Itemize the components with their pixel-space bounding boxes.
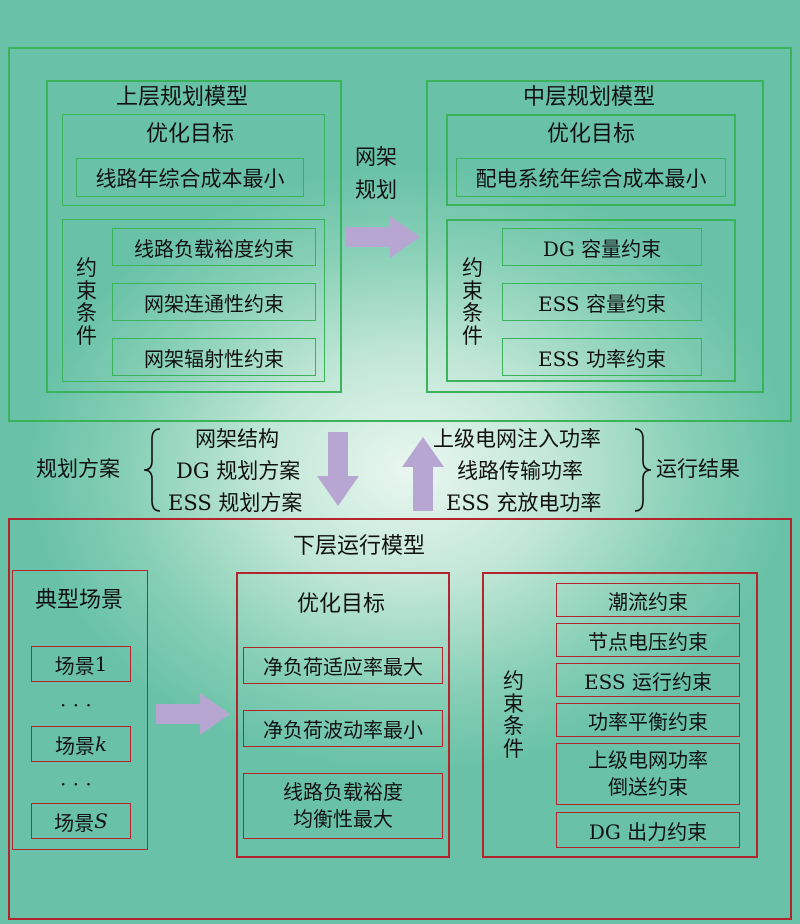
lower-constraint-item: DG 出力约束 — [556, 812, 740, 848]
scene-ellipsis: · · · — [60, 772, 92, 796]
lower-objective-item: 线路负载裕度 均衡性最大 — [243, 773, 443, 839]
result-label: 运行结果 — [656, 457, 740, 481]
upper-constraints-box — [62, 219, 325, 382]
middle-constraints-box — [446, 219, 736, 382]
middle-model-title: 中层规划模型 — [523, 85, 656, 110]
plan-item: ESS 规划方案 — [168, 491, 303, 515]
plan-label: 规划方案 — [36, 457, 120, 481]
arrow-label-line1: 网架 — [355, 145, 397, 169]
middle-model-box — [426, 80, 764, 393]
lower-constraints-label: 约 束 条 件 — [503, 669, 524, 762]
upper-model-title: 上层规划模型 — [116, 85, 249, 110]
right-arrow-icon — [156, 693, 230, 735]
middle-objective-box — [446, 114, 736, 206]
lower-constraint-item: 潮流约束 — [556, 583, 740, 617]
middle-objective-title: 优化目标 — [547, 122, 636, 147]
middle-constraint-item: DG 容量约束 — [502, 228, 702, 266]
lower-constraint-item: 节点电压约束 — [556, 623, 740, 657]
right-brace-icon — [633, 427, 653, 517]
planning-models-frame — [8, 47, 792, 422]
lower-constraint-item: 上级电网功率 倒送约束 — [556, 743, 740, 805]
plan-item: 网架结构 — [195, 427, 279, 451]
scenes-box — [12, 570, 148, 850]
result-item: ESS 充放电功率 — [446, 491, 602, 515]
scene-item: 场景 k — [31, 726, 131, 762]
plan-item: DG 规划方案 — [176, 459, 301, 483]
middle-constraint-item: ESS 容量约束 — [502, 283, 702, 321]
left-brace-icon — [142, 427, 162, 517]
middle-constraints-label: 约 束 条 件 — [462, 256, 483, 349]
lower-objective-title: 优化目标 — [297, 592, 386, 617]
lower-constraint-item: ESS 运行约束 — [556, 663, 740, 697]
upper-constraint-item: 线路负载裕度约束 — [112, 228, 316, 266]
upper-objective-box — [62, 114, 325, 206]
middle-objective-item: 配电系统年综合成本最小 — [456, 158, 726, 197]
lower-objective-box — [236, 572, 450, 858]
up-arrow-icon — [402, 437, 444, 511]
upper-constraint-item: 网架连通性约束 — [112, 283, 316, 321]
upper-objective-title: 优化目标 — [146, 122, 235, 147]
lower-objective-item: 净负荷适应率最大 — [243, 647, 443, 684]
scene-ellipsis: · · · — [60, 693, 92, 717]
arrow-label-line2: 规划 — [355, 178, 397, 202]
upper-model-box — [46, 80, 342, 393]
middle-constraint-item: ESS 功率约束 — [502, 338, 702, 376]
scene-item: 场景 S — [31, 803, 131, 839]
upper-constraints-label: 约 束 条 件 — [76, 256, 97, 349]
down-arrow-icon — [317, 432, 359, 506]
lower-objective-item: 净负荷波动率最小 — [243, 710, 443, 747]
upper-objective-item: 线路年综合成本最小 — [76, 158, 304, 197]
result-item: 上级电网注入功率 — [433, 427, 601, 451]
lower-constraint-item: 功率平衡约束 — [556, 703, 740, 737]
lower-model-box — [8, 518, 792, 920]
lower-constraints-box — [482, 572, 758, 858]
upper-constraint-item: 网架辐射性约束 — [112, 338, 316, 376]
result-item: 线路传输功率 — [457, 459, 583, 483]
scenes-title: 典型场景 — [35, 588, 124, 613]
lower-model-title: 下层运行模型 — [293, 534, 426, 559]
right-arrow-icon — [346, 216, 420, 258]
